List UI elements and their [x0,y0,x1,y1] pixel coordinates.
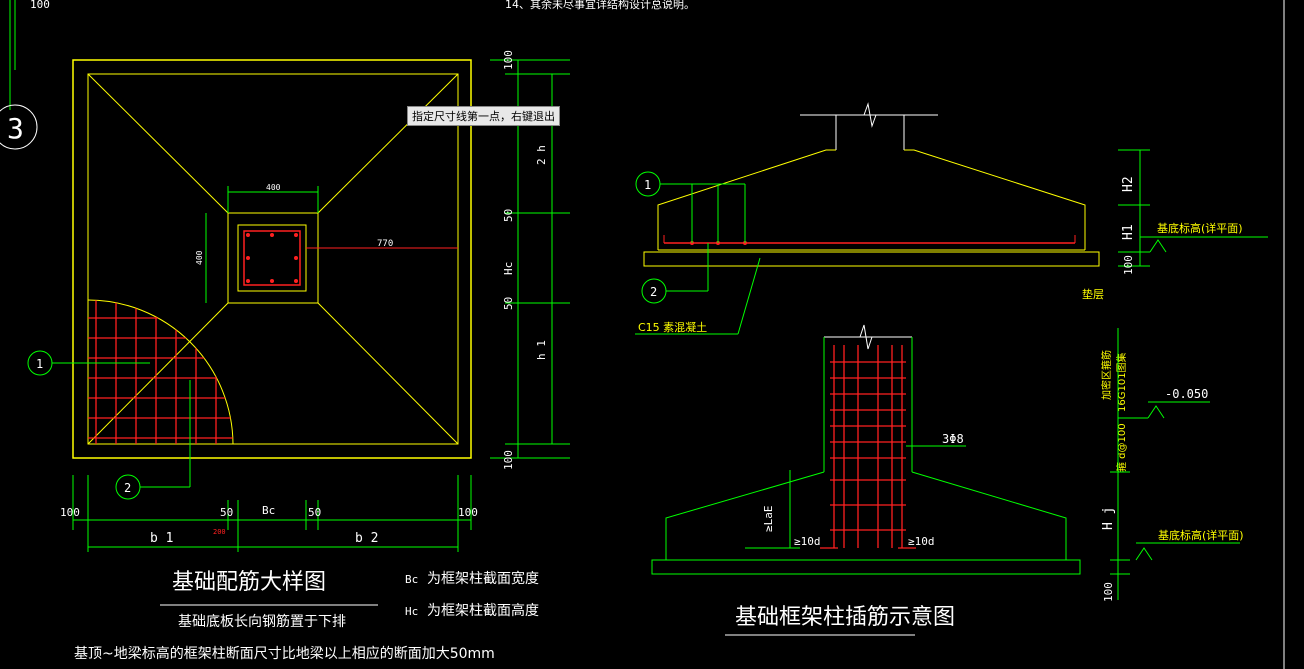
column-rebar [820,345,916,549]
section-dim-h2: H2 [1121,176,1136,192]
bottom-dim-50-right: 50 [308,506,321,519]
diag-bl [87,302,229,445]
top-note: 14、其余未尽事宜详结构设计总说明。 [505,0,695,11]
foundation-section: 1 2 C15 素混凝土 垫层 H2 H1 100 基底标高(详平面) [635,102,1268,335]
plan-inner [87,73,459,445]
right-dim-50-top: 50 [502,209,515,222]
plan-dim-inner: 770 [377,239,393,249]
legend-hc-text: 为框架柱截面高度 [427,602,539,619]
column-footing-outline [665,471,1067,560]
right-dim-50-bottom: 50 [502,297,515,310]
rebar-detail-arc [87,299,234,445]
anchor-label: ≥LaE [762,506,775,533]
ten-d-left: ≥10d [794,535,821,548]
bottom-dim-100-right: 100 [458,506,478,519]
legend-hc-symbol: Hc [405,605,418,618]
command-tooltip: 指定尺寸线第一点，右键退出 [407,106,560,126]
plan-dim-side: 400 [195,250,204,265]
stirrup-label: 3Φ8 [942,432,964,446]
bottom-note: 基顶~地梁标高的框架柱断面尺寸比地梁以上相应的断面加大50mm [74,645,495,662]
section-bubble-2-label: 2 [650,285,657,299]
concrete-label: C15 素混凝土 [638,320,707,334]
bottom-dim-100-left: 100 [60,506,80,519]
axis-label: 3 [7,112,24,145]
column-elev-label: 基底标高(详平面) [1158,528,1244,542]
right-dim-100-top: 100 [502,50,515,70]
pedestal [227,212,319,304]
plan-title: 基础配筋大样图 [172,570,326,595]
right-dim-labels: 100 2 h 50 Hc 50 h 1 100 [502,50,548,470]
section-cushion [643,251,1100,267]
column-cushion [651,559,1081,575]
right-dim-hc: Hc [502,262,515,275]
vert-note-2: 16G101图集 [1115,352,1128,412]
right-dim-100-bottom: 100 [502,450,515,470]
vert-note-3: 箍 d@100 [1115,423,1128,472]
plan-note: 基础底板长向钢筋置于下排 [178,613,346,630]
column-bars [246,233,298,283]
diag-tl [87,73,229,214]
right-dim-2h: 2 h [535,145,548,165]
bottom-dim-labels: 100 50 Bc 50 100 b 1 b 2 200 [60,504,478,546]
column-title: 基础框架柱插筋示意图 [735,605,955,630]
column-outline [237,224,307,292]
bottom-dim-50-left: 50 [220,506,233,519]
axis-bubble [0,104,38,150]
section-dim-100: 100 [1122,255,1135,275]
column-dim-100: 100 [1102,582,1115,602]
diag-tr [317,73,459,214]
elev-top-label: -0.050 [1165,387,1208,401]
right-dim-h1: h 1 [535,340,548,360]
bottom-span-b1: b 1 [150,531,173,546]
column-dim-hj: H j [1101,507,1116,530]
bottom-span-b2: b 2 [355,531,378,546]
section-outline [657,149,1086,250]
ten-d-right: ≥10d [908,535,935,548]
cushion-label: 垫层 [1082,287,1104,301]
section-bubble-1-label: 1 [644,178,651,192]
legend-bc-symbol: Bc [405,573,418,586]
column-detail: 3Φ8 ≥LaE ≥10d ≥10d -0.050 加密区箍筋 16G101图集… [651,324,1244,602]
section-dim-h1: H1 [1121,224,1136,240]
plan-outer [72,59,472,459]
column-stirrup [243,230,301,286]
section-elev-label: 基底标高(详平面) [1157,221,1243,235]
bottom-small-dim: 200 [213,528,226,536]
plan-dim-top: 400 [266,183,281,192]
legend-bc-text: 为框架柱截面宽度 [427,570,539,587]
plan-bubble-2-label: 2 [124,481,131,495]
concrete-leader [737,257,761,335]
plan-bubble-1-label: 1 [36,357,43,371]
top-left-dim: 100 [30,0,50,11]
vert-note-1: 加密区箍筋 [1100,350,1113,400]
bottom-dim-bc: Bc [262,504,275,517]
diag-br [317,302,459,445]
